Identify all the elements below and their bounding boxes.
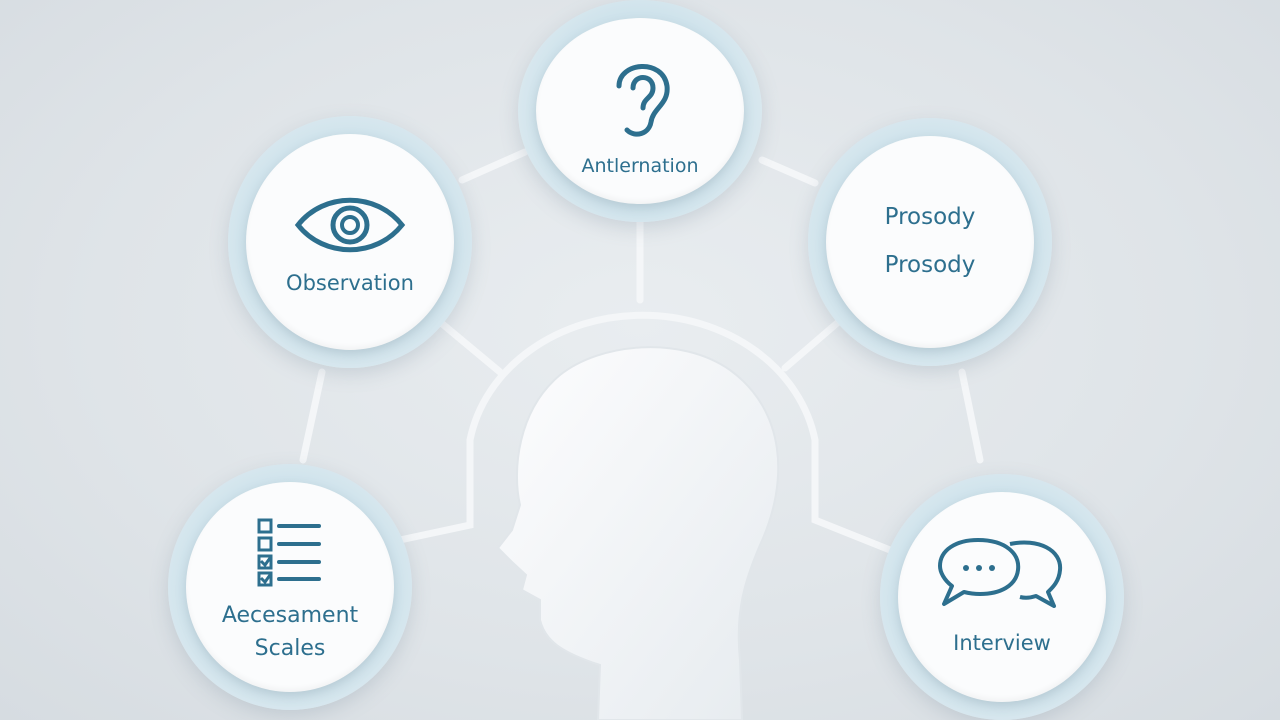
connector-left-arc bbox=[436, 318, 504, 376]
node-observation[interactable]: Observation bbox=[228, 116, 472, 368]
connector-right-down bbox=[958, 368, 984, 464]
node-interview[interactable]: Interview bbox=[880, 474, 1124, 720]
node-assessment-scales[interactable]: Aecesament Scales bbox=[168, 464, 412, 710]
node-top[interactable]: Antlernation bbox=[518, 0, 762, 222]
connector-arc bbox=[466, 311, 894, 554]
connector-right-arc bbox=[781, 314, 847, 372]
node-assessment-label-1: Aecesament bbox=[221, 603, 359, 629]
checklist-icon bbox=[255, 516, 325, 588]
node-top-label: Antlernation bbox=[581, 154, 699, 177]
node-interview-label: Interview bbox=[953, 631, 1051, 656]
node-prosody[interactable]: Prosody Prosody bbox=[808, 118, 1052, 366]
node-prosody-label-2: Prosody bbox=[884, 252, 976, 278]
connector-left-down bbox=[299, 368, 326, 464]
node-observation-label: Observation bbox=[286, 271, 414, 296]
connector-top-right bbox=[758, 156, 819, 187]
connector-top-left bbox=[458, 148, 529, 184]
node-assessment-label-2: Scales bbox=[254, 636, 326, 661]
chat-bubbles-icon bbox=[936, 536, 1068, 610]
ear-icon bbox=[605, 52, 675, 144]
eye-icon bbox=[294, 194, 406, 256]
node-prosody-label-1: Prosody bbox=[884, 204, 976, 231]
connector-left-arm bbox=[396, 466, 474, 544]
